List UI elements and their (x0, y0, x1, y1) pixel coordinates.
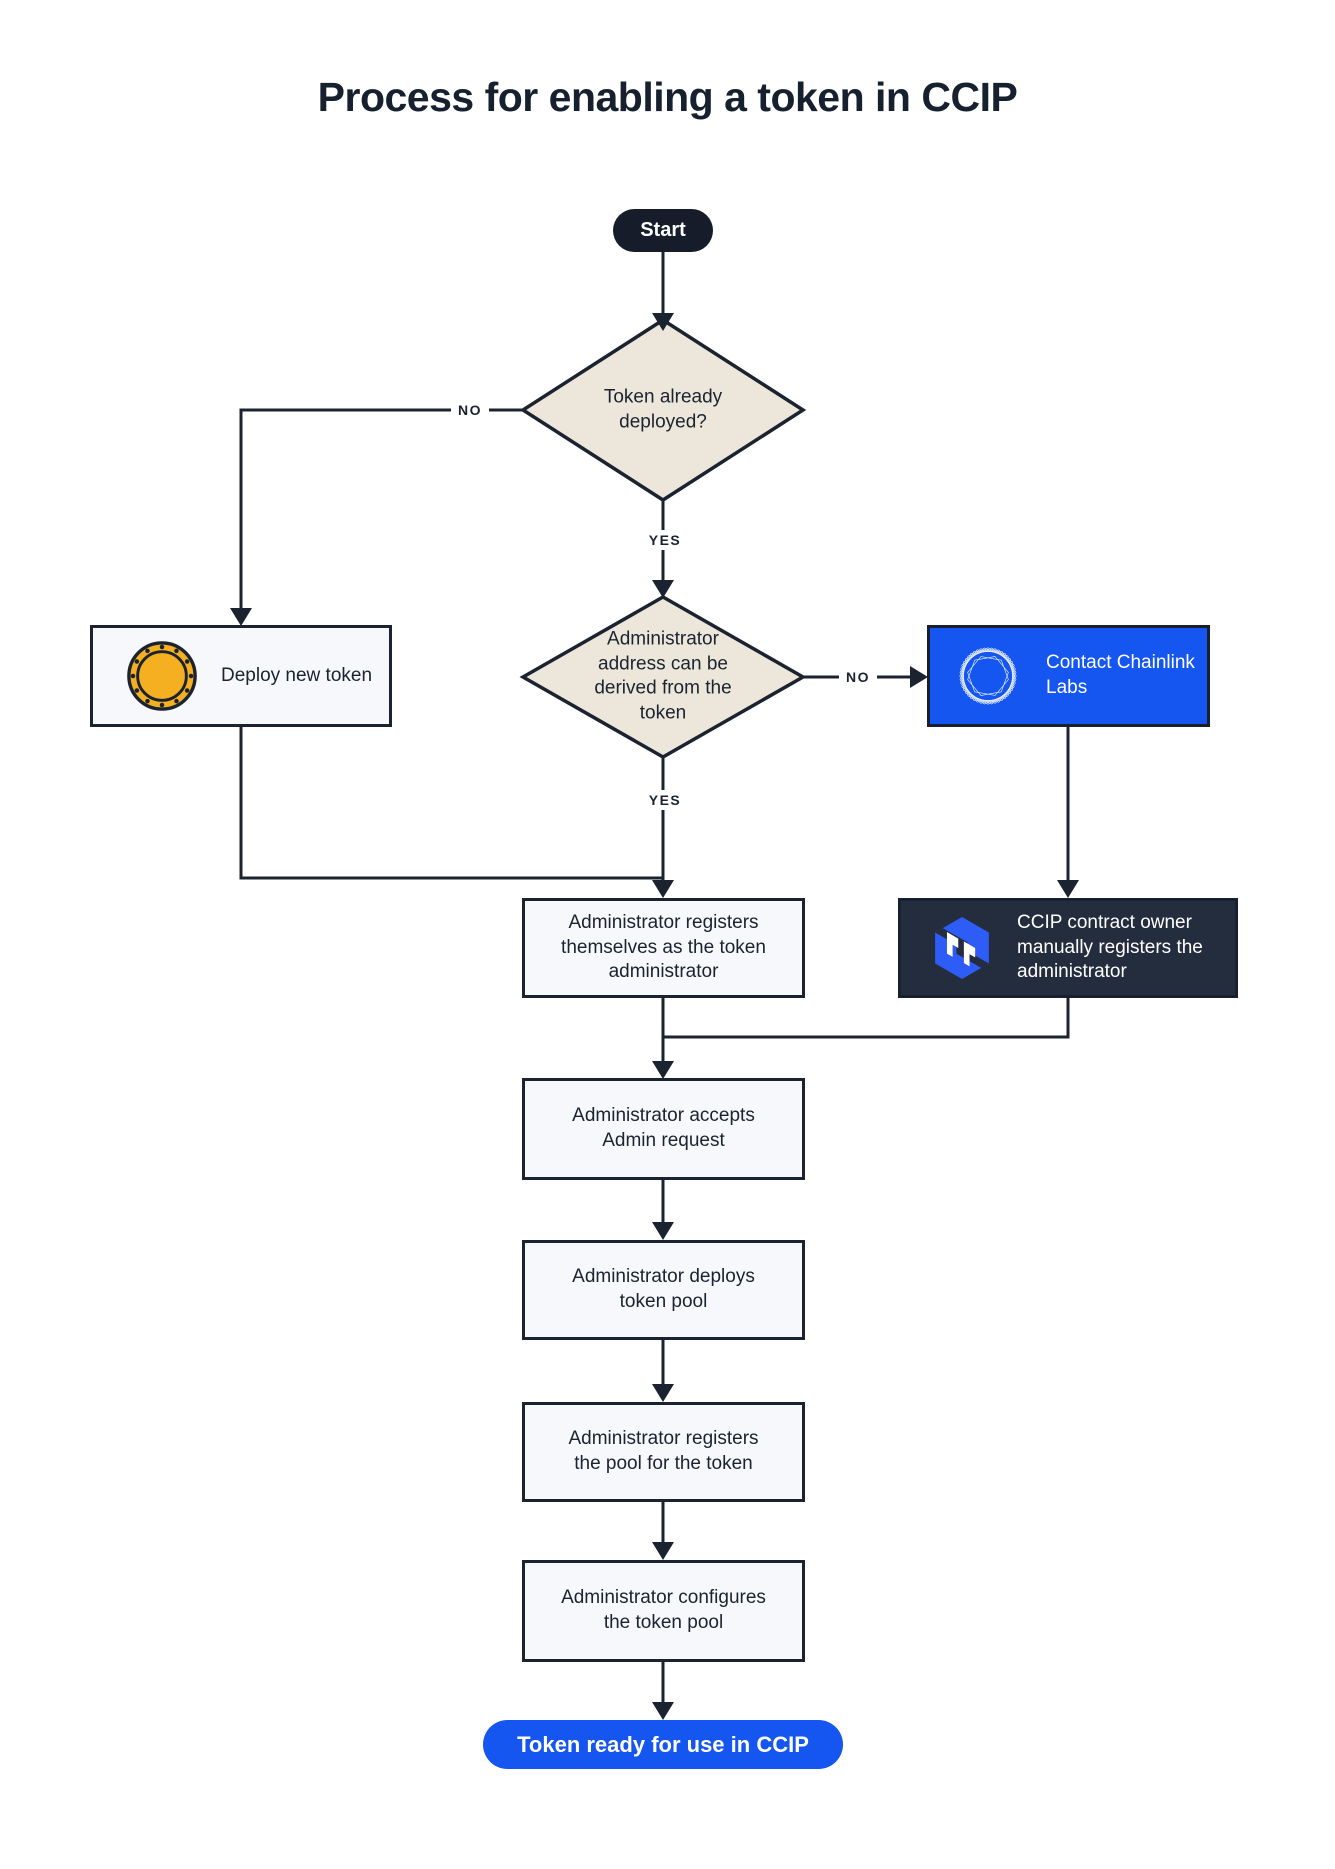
edge-ccipowner-join (663, 998, 1070, 1039)
node-ccip-owner-registers: CCIP contract owner manually registers t… (898, 898, 1238, 998)
node-contact-chainlink-labs: Contact Chainlink Labs (927, 625, 1210, 727)
edge-label-decision1-yes: YES (641, 530, 689, 550)
ccip-icon (931, 915, 993, 981)
deploy-new-token-label: Deploy new token (221, 664, 373, 686)
edge-label-decision1-no: NO (451, 400, 489, 420)
node-admin-registers: Administrator registers themselves as th… (522, 898, 805, 998)
edge-label-decision2-no: NO (839, 667, 877, 687)
arrowhead (652, 1702, 674, 1720)
admin-registers-label: Administrator registers themselves as th… (561, 911, 766, 983)
start-label: Start (640, 219, 686, 241)
arrowhead (652, 1222, 674, 1240)
admin-accepts-label: Administrator accepts Admin request (572, 1105, 755, 1151)
node-admin-accepts: Administrator accepts Admin request (522, 1078, 805, 1180)
node-deploy-new-token: Deploy new token (90, 625, 392, 727)
arrowhead (1057, 880, 1079, 898)
arrowhead (652, 580, 674, 598)
start-node: Start (613, 209, 713, 252)
end-node: Token ready for use in CCIP (483, 1720, 843, 1769)
admin-registers-pool-label: Administrator registers the pool for the… (568, 1428, 759, 1474)
arrowhead (652, 313, 674, 331)
page-title: Process for enabling a token in CCIP (317, 74, 1018, 120)
decision1-label: Token already deployed? (603, 386, 723, 432)
coin-icon (125, 639, 199, 713)
arrowhead (230, 608, 252, 626)
arrowhead (910, 666, 928, 688)
arrowhead (652, 1061, 674, 1079)
admin-deploys-pool-label: Administrator deploys token pool (572, 1266, 755, 1312)
node-admin-registers-pool: Administrator registers the pool for the… (522, 1402, 805, 1502)
node-admin-configures-pool: Administrator configures the token pool (522, 1560, 805, 1662)
decision1-diamond (519, 317, 807, 503)
node-admin-deploys-pool: Administrator deploys token pool (522, 1240, 805, 1340)
ccip-owner-registers-label: CCIP contract owner manually registers t… (1017, 911, 1203, 983)
edge-deploy-join (239, 727, 663, 880)
decision2-label: Administrator address can be derived fro… (594, 628, 732, 724)
arrowhead (652, 1384, 674, 1402)
decision2-diamond (519, 594, 807, 760)
contact-chainlink-labs-label: Contact Chainlink Labs (1046, 652, 1195, 698)
edge-decision1-no (239, 408, 523, 616)
admin-configures-pool-label: Administrator configures the token pool (561, 1587, 766, 1633)
edge-label-decision2-yes: YES (641, 790, 689, 810)
arrowhead (652, 880, 674, 898)
chainlink-labs-icon (956, 644, 1020, 708)
end-label: Token ready for use in CCIP (517, 1731, 809, 1757)
arrowhead (652, 1542, 674, 1560)
